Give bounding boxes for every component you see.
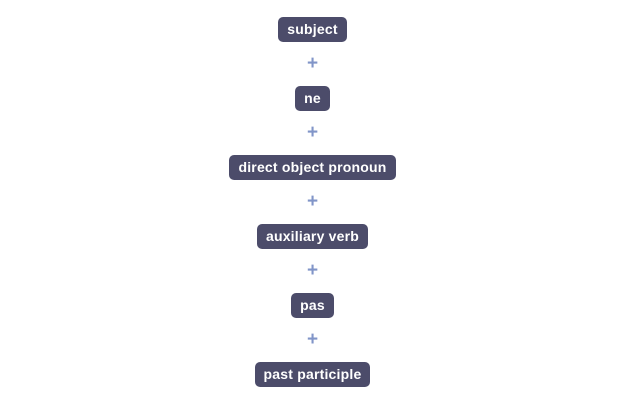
term-box-pas: pas	[291, 293, 334, 318]
plus-icon: +	[306, 329, 319, 350]
term-box-past-participle: past participle	[254, 362, 371, 387]
plus-icon: +	[306, 191, 319, 212]
term-box-ne: ne	[295, 86, 330, 111]
term-box-auxiliary-verb: auxiliary verb	[256, 224, 369, 249]
term-box-direct-object-pronoun: direct object pronoun	[229, 155, 396, 180]
term-box-subject: subject	[278, 17, 347, 42]
plus-icon: +	[306, 260, 319, 281]
plus-icon: +	[306, 122, 319, 143]
plus-icon: +	[306, 53, 319, 74]
